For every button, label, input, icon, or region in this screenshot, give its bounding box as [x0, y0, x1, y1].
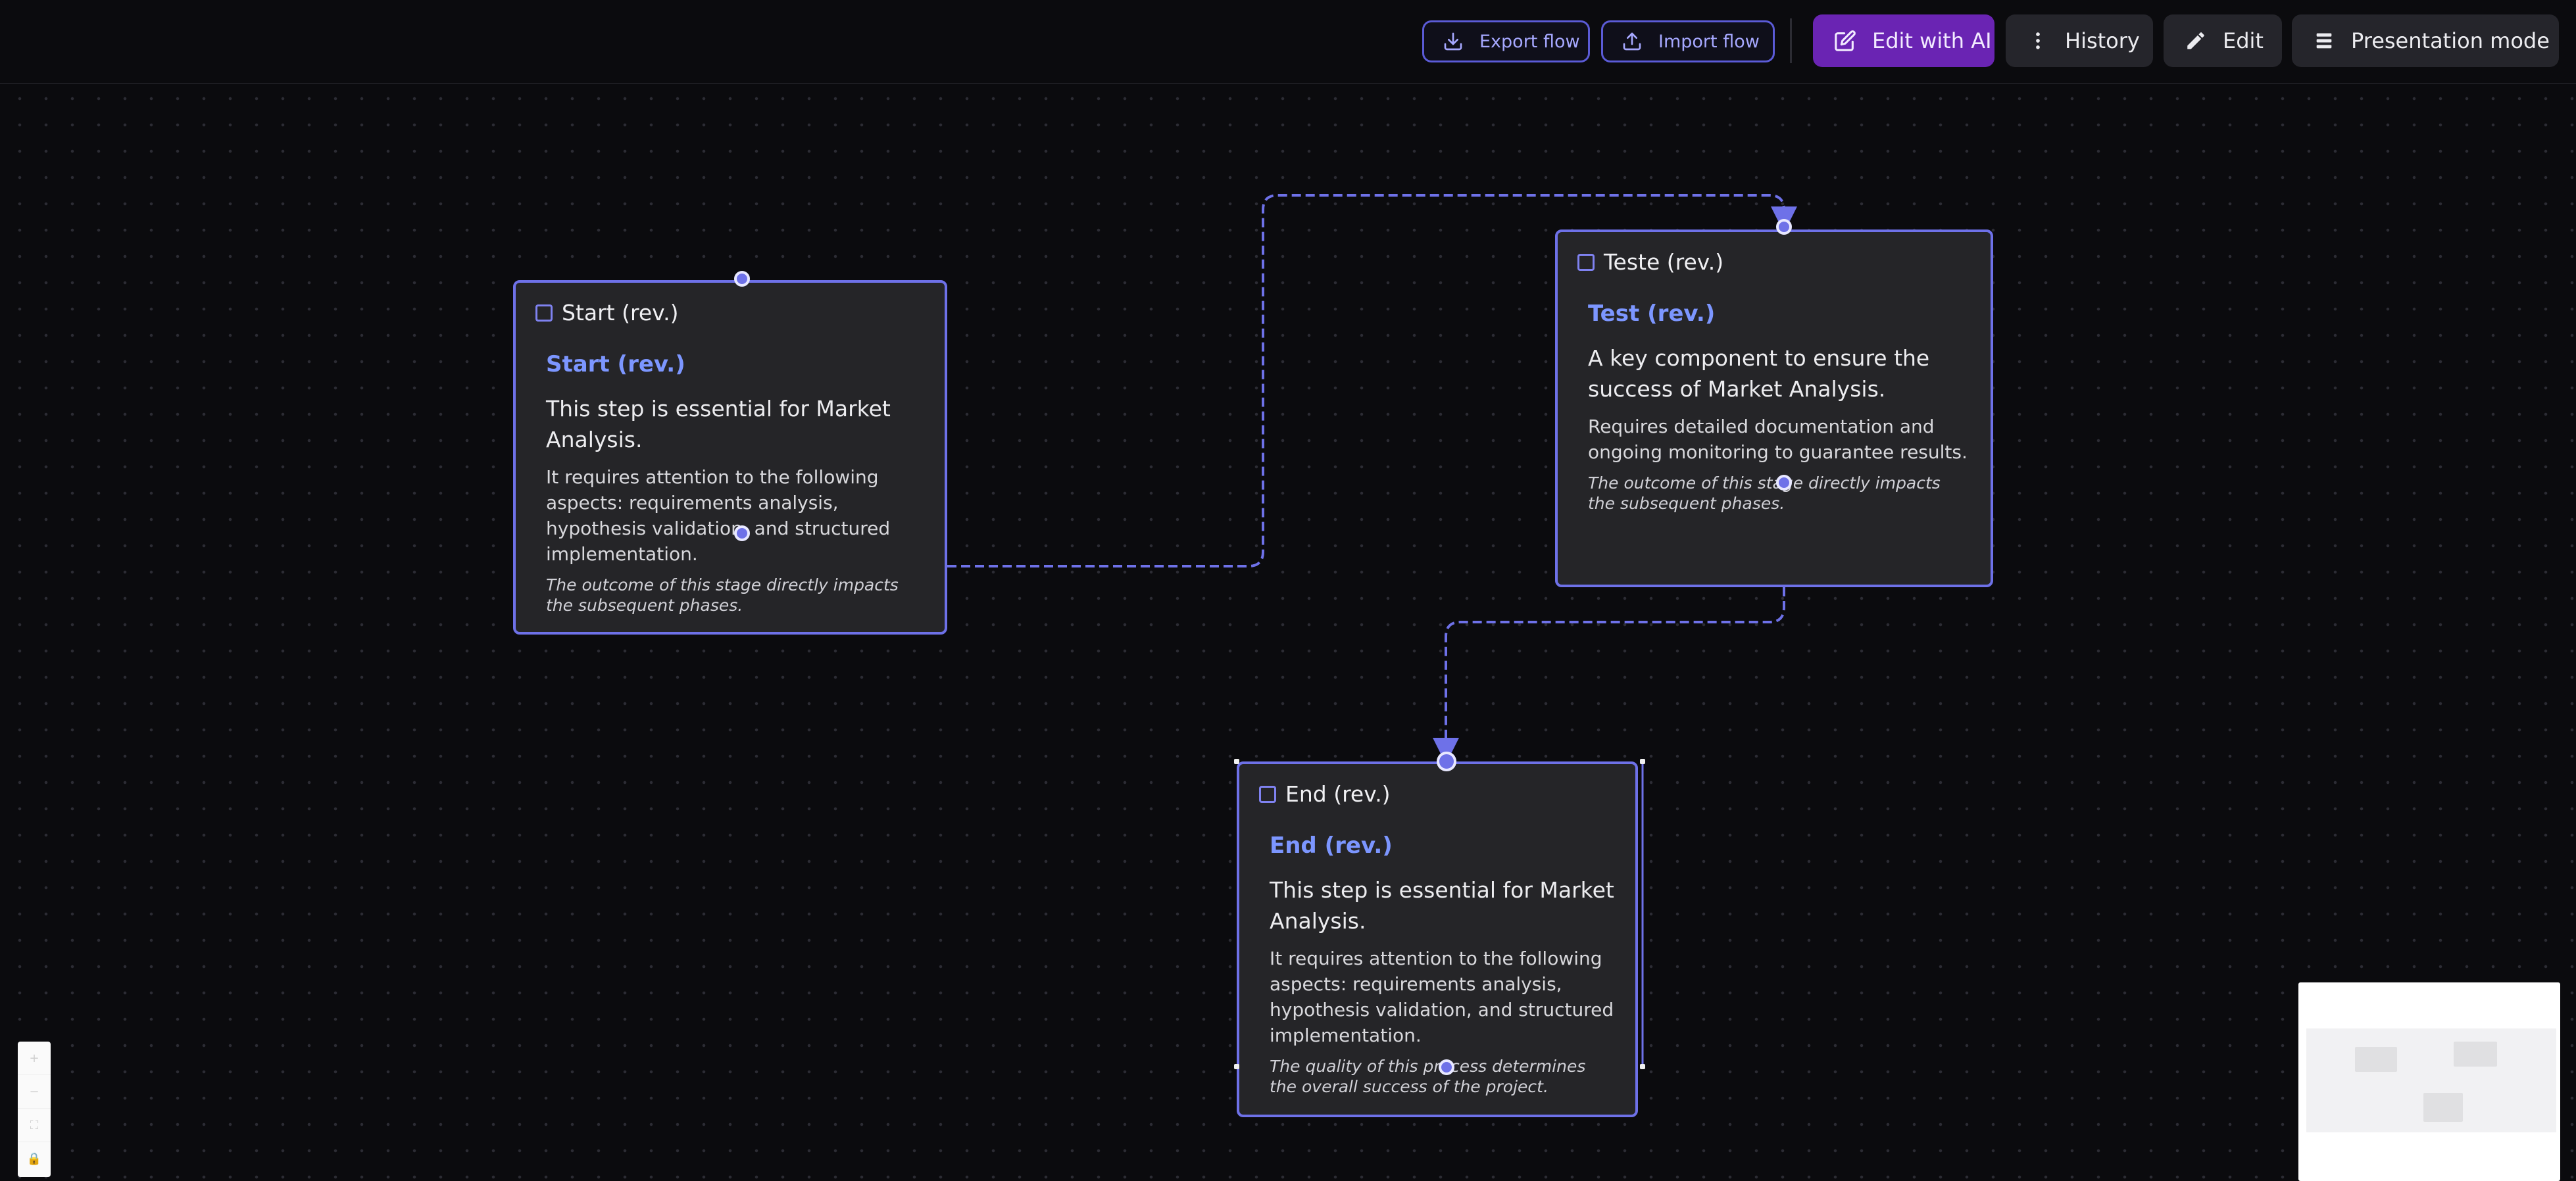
node-header-title: End (rev.) [1285, 781, 1391, 807]
toolbar-divider [1790, 18, 1792, 63]
export-flow-button[interactable]: Export flow [1422, 20, 1590, 62]
import-flow-label: Import flow [1658, 31, 1760, 52]
node-note: The quality of this process determines t… [1270, 1057, 1586, 1096]
node-description: Requires detailed documentation and ongo… [1588, 416, 1968, 463]
node-lead-text: A key component to ensure the success of… [1588, 345, 1930, 402]
resize-corner-mid-left[interactable] [1234, 1064, 1239, 1069]
presentation-mode-button[interactable]: Presentation mode [2292, 14, 2559, 67]
node-note: The outcome of this stage directly impac… [546, 575, 899, 615]
node-header-title: Start (rev.) [562, 300, 679, 325]
zoom-in-icon[interactable]: + [18, 1042, 51, 1075]
export-flow-label: Export flow [1479, 31, 1580, 52]
pencil-icon [2187, 32, 2204, 49]
menu-icon [2316, 33, 2332, 49]
end-node-top-handle[interactable] [1437, 752, 1456, 771]
node-header-title: Teste (rev.) [1604, 249, 1724, 275]
node-body: Start (rev.) This step is essential for … [546, 351, 925, 615]
edit-label: Edit [2223, 28, 2264, 53]
node-subtitle: End (rev.) [1270, 832, 1393, 859]
resize-corner-top-right[interactable] [1640, 759, 1645, 764]
flow-node-test[interactable]: Teste (rev.) Test (rev.) A key component… [1555, 229, 1993, 587]
resize-corner-top-left[interactable] [1234, 759, 1239, 764]
download-icon [1444, 32, 1462, 51]
node-lead-text: This step is essential for Market Analys… [546, 396, 891, 452]
test-node-top-handle[interactable] [1776, 219, 1792, 235]
more-vertical-icon [2036, 32, 2040, 49]
start-node-center-handle[interactable] [734, 525, 750, 541]
history-label: History [2065, 28, 2140, 53]
node-description: It requires attention to the following a… [546, 466, 891, 565]
lock-icon[interactable]: 🔒 [26, 1151, 42, 1166]
minimap-node-end [2423, 1093, 2463, 1122]
node-description: It requires attention to the following a… [1270, 948, 1614, 1046]
node-body: Test (rev.) A key component to ensure th… [1588, 301, 1971, 514]
fit-view-icon[interactable]: ⛶ [18, 1109, 51, 1142]
start-node-top-handle[interactable] [734, 271, 750, 287]
edit-square-icon [1835, 30, 1856, 51]
node-lead-text: This step is essential for Market Analys… [1270, 877, 1614, 934]
flow-node-end[interactable]: End (rev.) End (rev.) This step is essen… [1237, 761, 1638, 1117]
upload-icon [1623, 32, 1641, 51]
import-flow-button[interactable]: Import flow [1601, 20, 1775, 62]
edit-with-ai-label: Edit with AI [1872, 28, 1992, 53]
node-header: Teste (rev.) [1577, 249, 1723, 275]
node-header: End (rev.) [1259, 781, 1391, 807]
zoom-out-icon[interactable]: − [18, 1075, 51, 1109]
history-button[interactable]: History [2006, 14, 2153, 67]
node-note: The outcome of this stage directly impac… [1588, 473, 1941, 513]
test-node-center-handle[interactable] [1776, 475, 1792, 491]
canvas-controls: + − ⛶ 🔒 [18, 1042, 51, 1177]
node-select-checkbox[interactable] [1259, 785, 1276, 803]
node-header: Start (rev.) [535, 300, 678, 325]
resize-corner-mid-right[interactable] [1640, 1064, 1645, 1069]
edge-test-to-end[interactable] [1433, 587, 1785, 764]
node-select-checkbox[interactable] [535, 304, 553, 322]
node-subtitle: Start (rev.) [546, 351, 685, 377]
node-body: End (rev.) This step is essential for Ma… [1270, 832, 1616, 1097]
end-node-center-handle[interactable] [1439, 1059, 1454, 1075]
edit-with-ai-button[interactable]: Edit with AI [1813, 14, 1994, 67]
minimap[interactable] [2298, 982, 2560, 1181]
minimap-node-start [2355, 1047, 2397, 1072]
presentation-mode-label: Presentation mode [2351, 28, 2550, 53]
minimap-node-test [2454, 1042, 2497, 1067]
node-subtitle: Test (rev.) [1588, 301, 1716, 327]
top-toolbar: Export flow Import flow Edit with AI His… [0, 0, 2576, 84]
edit-button[interactable]: Edit [2164, 14, 2282, 67]
node-select-checkbox[interactable] [1577, 253, 1595, 271]
flow-node-start[interactable]: Start (rev.) Start (rev.) This step is e… [513, 280, 947, 635]
